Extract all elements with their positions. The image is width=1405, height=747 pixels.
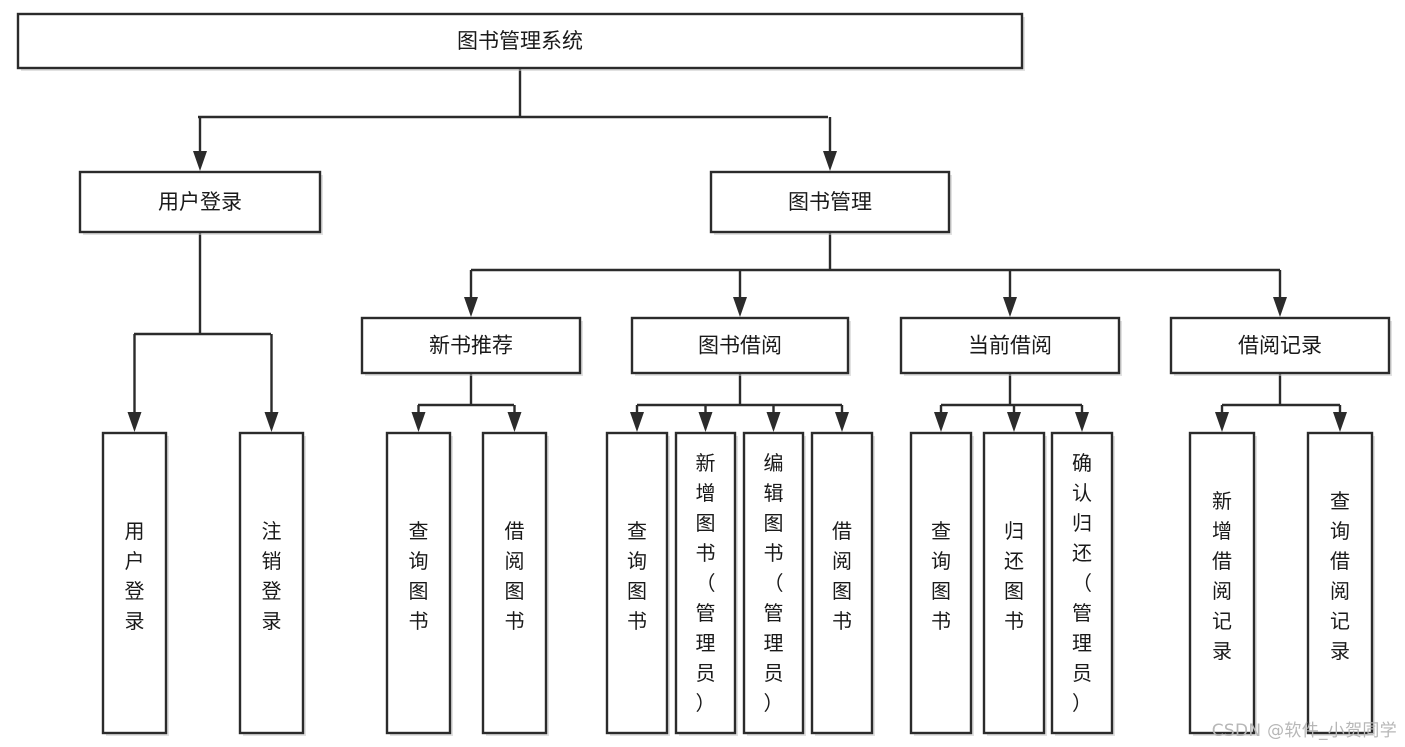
node-label: 查询图书: [409, 519, 429, 633]
node-rect[interactable]: [1306, 431, 1374, 735]
node-label: 当前借阅: [968, 334, 1052, 358]
node-rect[interactable]: [78, 170, 322, 234]
node-rect[interactable]: [899, 316, 1121, 375]
connector-arrowhead: [193, 151, 207, 171]
connector-arrowhead: [630, 412, 644, 432]
node-label: 确认归还（管理员）: [1072, 451, 1092, 715]
node-book-borrow[interactable]: 图书借阅: [630, 316, 851, 376]
connector-arrowhead: [1273, 297, 1287, 317]
node-label: 注销登录: [262, 519, 282, 633]
connector-layer: [127, 68, 1347, 432]
node-rect[interactable]: [1169, 316, 1391, 375]
node-borrow-record[interactable]: 借阅记录: [1169, 316, 1392, 376]
connector-arrowhead: [934, 412, 948, 432]
node-leaf-edit-book-admin[interactable]: 编辑图书（管理员）: [742, 431, 806, 736]
connector-arrowhead: [1003, 297, 1017, 317]
node-leaf-logout[interactable]: 注销登录: [238, 431, 306, 736]
connector-arrowhead: [766, 412, 781, 432]
node-rect[interactable]: [360, 316, 582, 375]
node-leaf-add-borrow-record[interactable]: 新增借阅记录: [1188, 431, 1257, 736]
node-rect[interactable]: [238, 431, 305, 735]
connector-arrowhead: [1215, 412, 1229, 432]
node-rect[interactable]: [674, 431, 737, 735]
node-rect[interactable]: [742, 431, 805, 735]
node-leaf-user-login[interactable]: 用户登录: [101, 431, 169, 736]
node-label: 查询图书: [627, 519, 647, 633]
node-rect[interactable]: [709, 170, 951, 234]
node-label: 图书管理系统: [457, 29, 583, 53]
csdn-watermark: CSDN @软件_小贺同学: [1211, 721, 1397, 741]
node-rect[interactable]: [16, 12, 1024, 70]
node-leaf-query-borrow-record[interactable]: 查询借阅记录: [1306, 431, 1375, 736]
node-label: 新增图书（管理员）: [696, 451, 716, 715]
connector-arrowhead: [464, 297, 478, 317]
node-label: 借阅图书: [832, 519, 852, 633]
node-leaf-return-book[interactable]: 归还图书: [982, 431, 1047, 736]
node-rect[interactable]: [1050, 431, 1114, 735]
node-root[interactable]: 图书管理系统: [16, 12, 1025, 71]
node-user-login[interactable]: 用户登录: [78, 170, 323, 235]
node-leaf-borrow-book[interactable]: 借阅图书: [810, 431, 875, 736]
node-label: 图书管理: [788, 190, 872, 214]
node-label: 查询借阅记录: [1330, 489, 1350, 663]
node-label: 图书借阅: [698, 334, 782, 358]
connector-arrowhead: [733, 297, 747, 317]
connector-arrowhead: [127, 412, 142, 432]
node-rect[interactable]: [982, 431, 1046, 735]
node-book-management[interactable]: 图书管理: [709, 170, 952, 235]
node-rect[interactable]: [481, 431, 548, 735]
node-label: 用户登录: [158, 190, 242, 214]
connector-arrowhead: [264, 412, 279, 432]
node-rect[interactable]: [909, 431, 973, 735]
connector-arrowhead: [823, 151, 837, 171]
node-leaf-query-book-recommend[interactable]: 查询图书: [385, 431, 453, 736]
node-label: 用户登录: [125, 519, 145, 633]
connector-arrowhead: [1075, 412, 1089, 432]
node-label: 查询图书: [931, 519, 951, 633]
connector-arrowhead: [698, 412, 713, 432]
node-rect[interactable]: [1188, 431, 1256, 735]
node-leaf-query-book-current[interactable]: 查询图书: [909, 431, 974, 736]
node-label: 编辑图书（管理员）: [764, 451, 784, 715]
node-label: 借阅图书: [505, 519, 525, 633]
connector-arrowhead: [1007, 412, 1021, 432]
node-label: 新增借阅记录: [1212, 489, 1232, 663]
node-leaf-borrow-book-recommend[interactable]: 借阅图书: [481, 431, 549, 736]
connector-arrowhead: [1333, 412, 1347, 432]
node-rect[interactable]: [810, 431, 874, 735]
connector-arrowhead: [835, 412, 849, 432]
node-new-book-recommend[interactable]: 新书推荐: [360, 316, 583, 376]
node-current-borrow[interactable]: 当前借阅: [899, 316, 1122, 376]
node-rect[interactable]: [101, 431, 168, 735]
node-leaf-query-book-borrow[interactable]: 查询图书: [605, 431, 670, 736]
connector-arrowhead: [411, 412, 426, 432]
node-label: 归还图书: [1004, 519, 1024, 633]
node-rect[interactable]: [630, 316, 850, 375]
node-layer: 图书管理系统用户登录图书管理新书推荐图书借阅当前借阅借阅记录用户登录注销登录查询…: [16, 12, 1392, 736]
node-rect[interactable]: [385, 431, 452, 735]
node-label: 新书推荐: [429, 334, 513, 358]
node-leaf-confirm-return-admin[interactable]: 确认归还（管理员）: [1050, 431, 1115, 736]
node-label: 借阅记录: [1238, 334, 1322, 358]
node-leaf-add-book-admin[interactable]: 新增图书（管理员）: [674, 431, 738, 736]
node-rect[interactable]: [605, 431, 669, 735]
connector-arrowhead: [507, 412, 522, 432]
